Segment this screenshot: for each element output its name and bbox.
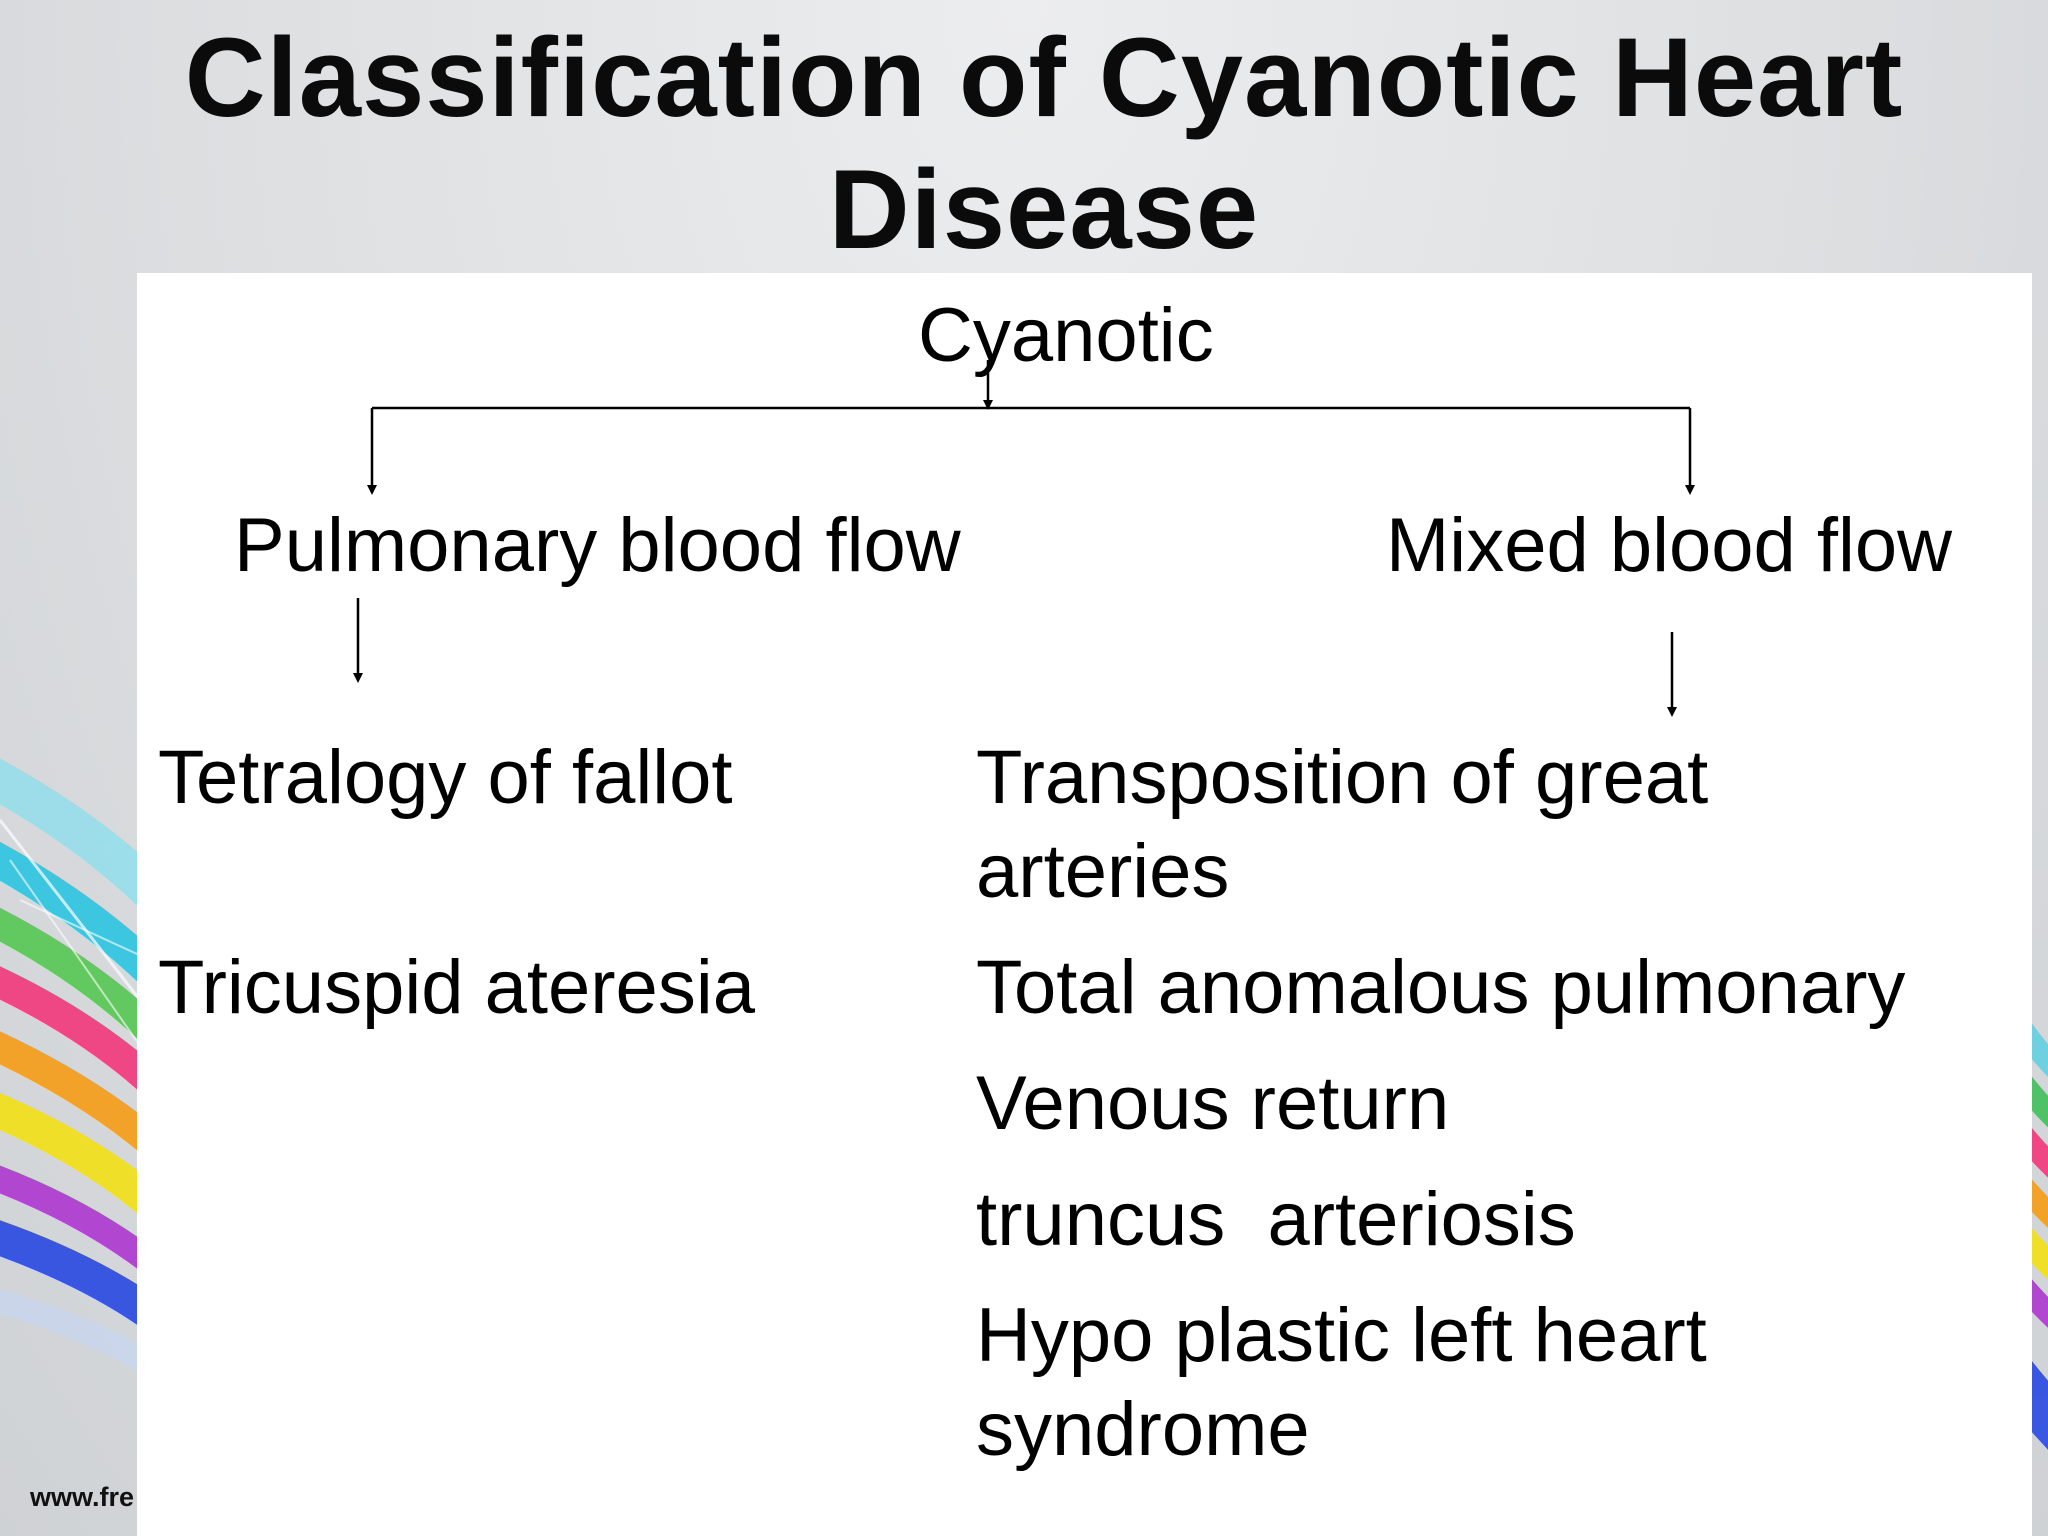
branch-mixed-blood-flow: Mixed blood flow [1386, 503, 1953, 588]
footer-url: www.fre [30, 1482, 135, 1512]
leaf-hypoplastic-line-1: Hypo plastic left heart [976, 1293, 1707, 1378]
leaf-transposition-line-2: arteries [976, 829, 1230, 914]
leaf-tetralogy-of-fallot: Tetralogy of fallot [158, 735, 733, 820]
slide-title-line-1: Classification of Cyanotic Heart [184, 15, 1904, 140]
leaf-tricuspid-ateresia: Tricuspid ateresia [158, 945, 755, 1030]
slide-title: Classification of Cyanotic Heart Disease [0, 12, 2048, 272]
root-node-cyanotic: Cyanotic [918, 293, 1214, 378]
leaf-truncus-arteriosis: truncus arteriosis [976, 1177, 1576, 1262]
leaf-total-anomalous-pulmonary: Total anomalous pulmonary [976, 945, 1906, 1030]
leaf-venous-return: Venous return [976, 1061, 1450, 1146]
leaf-transposition-line-1: Transposition of great [976, 735, 1709, 820]
branch-pulmonary-blood-flow: Pulmonary blood flow [234, 503, 961, 588]
leaf-hypoplastic-line-2: syndrome [976, 1387, 1310, 1472]
slide-title-line-2: Disease [828, 147, 1260, 272]
content-panel [137, 273, 2032, 1536]
